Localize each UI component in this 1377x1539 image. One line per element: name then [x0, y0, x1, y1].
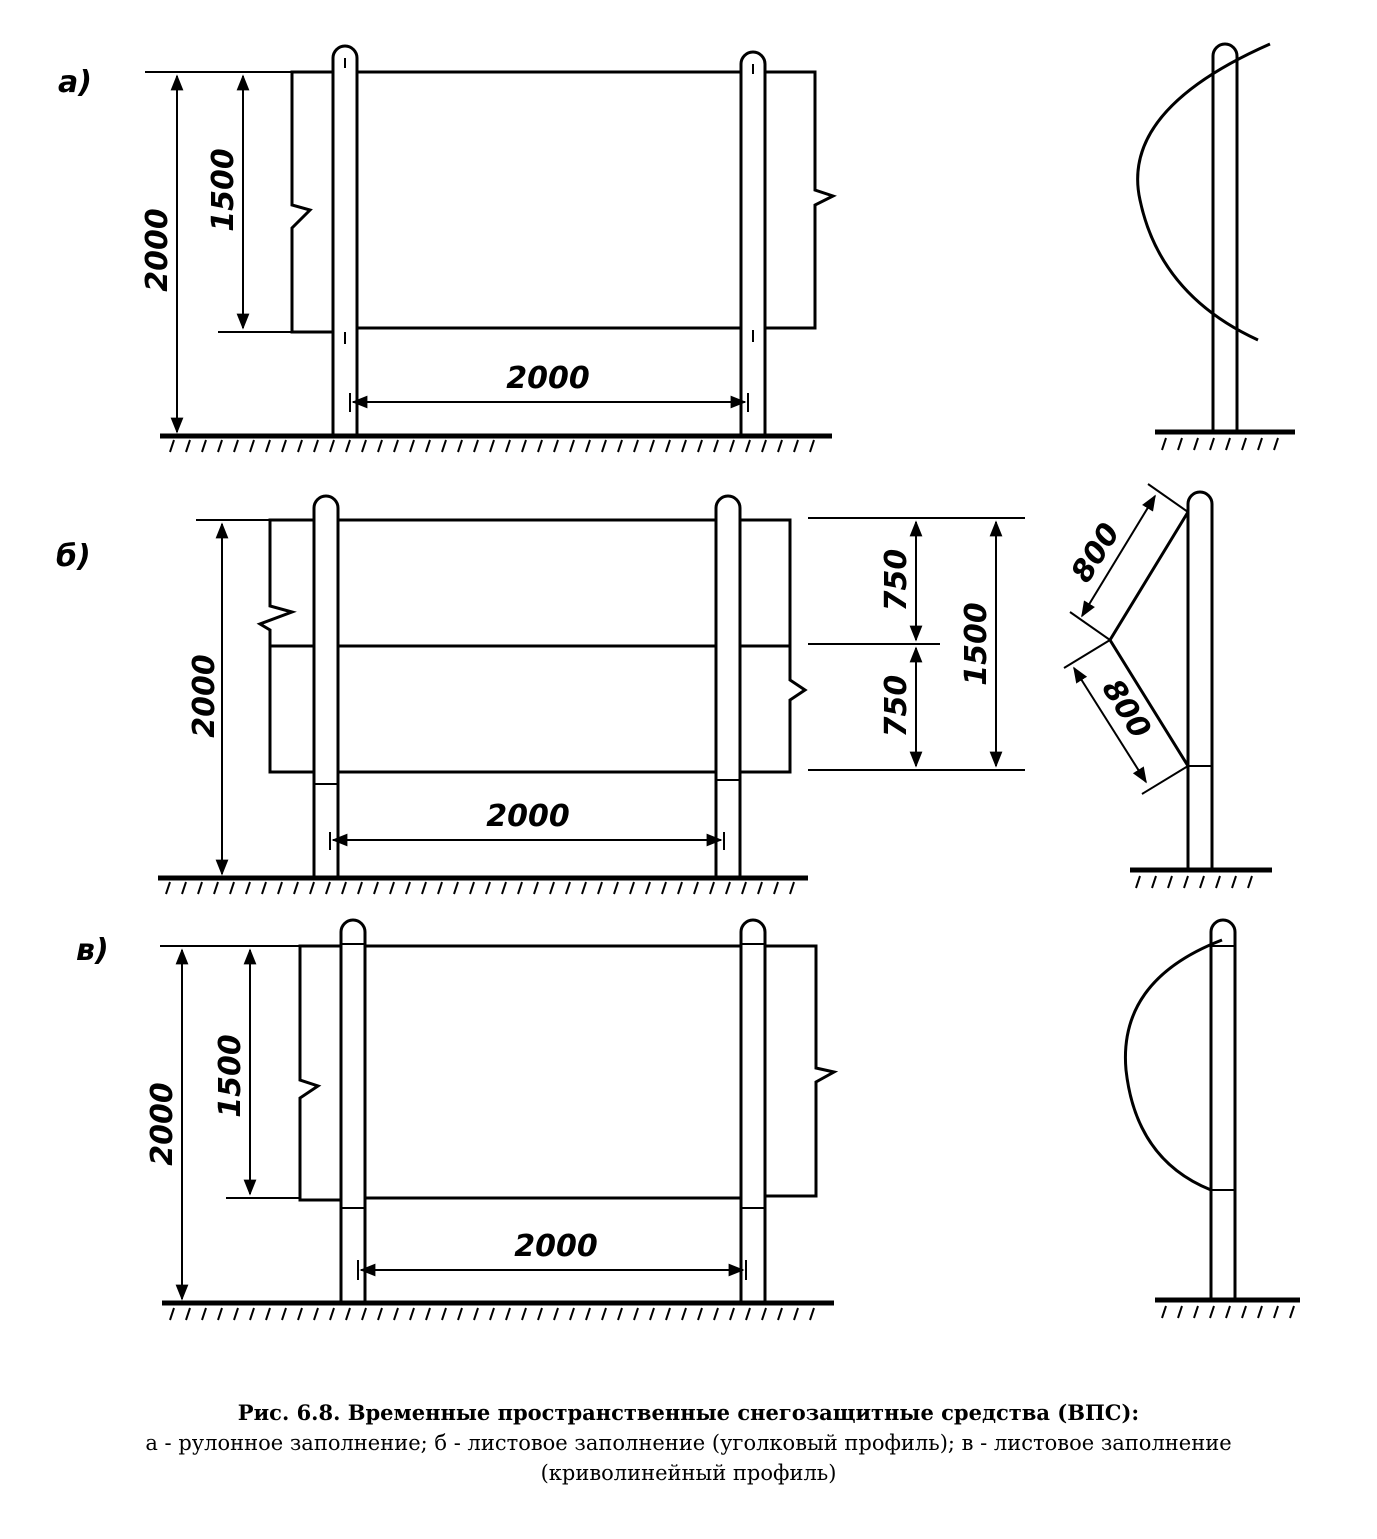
panel-b-side-lower: 800 — [1095, 673, 1158, 745]
panel-a-label: а) — [58, 65, 92, 100]
panel-c-dimensions — [160, 945, 747, 1301]
panel-b-span: 2000 — [486, 799, 570, 834]
panel-a-dimensions — [145, 71, 749, 434]
panel-a-span: 2000 — [506, 361, 590, 396]
panel-b-height-total: 2000 — [187, 654, 222, 738]
panel-a-fill — [290, 70, 837, 334]
panel-c-label: в) — [76, 933, 109, 968]
panel-b-side-upper: 800 — [1065, 517, 1128, 589]
snow-fence-drawing: а) 2000 1500 — [56, 42, 1300, 1321]
panel-a-height-fill: 1500 — [206, 148, 241, 232]
panel-a: а) 2000 1500 — [58, 42, 1295, 453]
panel-b-ground — [158, 875, 808, 895]
panel-a-ground — [160, 433, 832, 453]
panel-c-post-left — [339, 918, 367, 1303]
caption-line-3: (криволинейный профиль) — [540, 1461, 837, 1485]
panel-a-height-total: 2000 — [140, 208, 175, 292]
caption-line-2: а - рулонное заполнение; б - листовое за… — [145, 1431, 1232, 1455]
panel-b-fill-height: 1500 — [959, 602, 994, 686]
panel-b-label: б) — [56, 539, 91, 574]
panel-c-span: 2000 — [514, 1229, 598, 1264]
panel-a-post-left — [331, 44, 359, 436]
panel-b-post-left — [312, 494, 340, 878]
panel-c: в) 2000 1500 2000 — [76, 918, 1300, 1321]
panel-c-ground — [162, 1300, 834, 1321]
panel-c-height-total: 2000 — [145, 1082, 180, 1166]
panel-b-upper-part: 750 — [879, 549, 914, 612]
panel-c-height-fill: 1500 — [213, 1034, 248, 1118]
figure-caption: Рис. 6.8. Временные пространственные сне… — [0, 1398, 1377, 1488]
panel-b-dimensions — [196, 517, 1025, 876]
panel-b-side-view — [1063, 483, 1272, 889]
panel-b-post-right — [714, 494, 742, 878]
panel-c-fill — [298, 944, 839, 1202]
panel-c-side-view — [1123, 918, 1300, 1319]
panel-b-fill — [256, 518, 808, 774]
caption-title: Рис. 6.8. Временные пространственные сне… — [237, 1400, 1140, 1425]
panel-c-post-right — [739, 918, 767, 1303]
panel-b: б) — [56, 483, 1272, 895]
panel-a-side-view — [1136, 42, 1295, 451]
panel-a-post-right — [739, 50, 767, 436]
panel-b-lower-part: 750 — [879, 675, 914, 738]
